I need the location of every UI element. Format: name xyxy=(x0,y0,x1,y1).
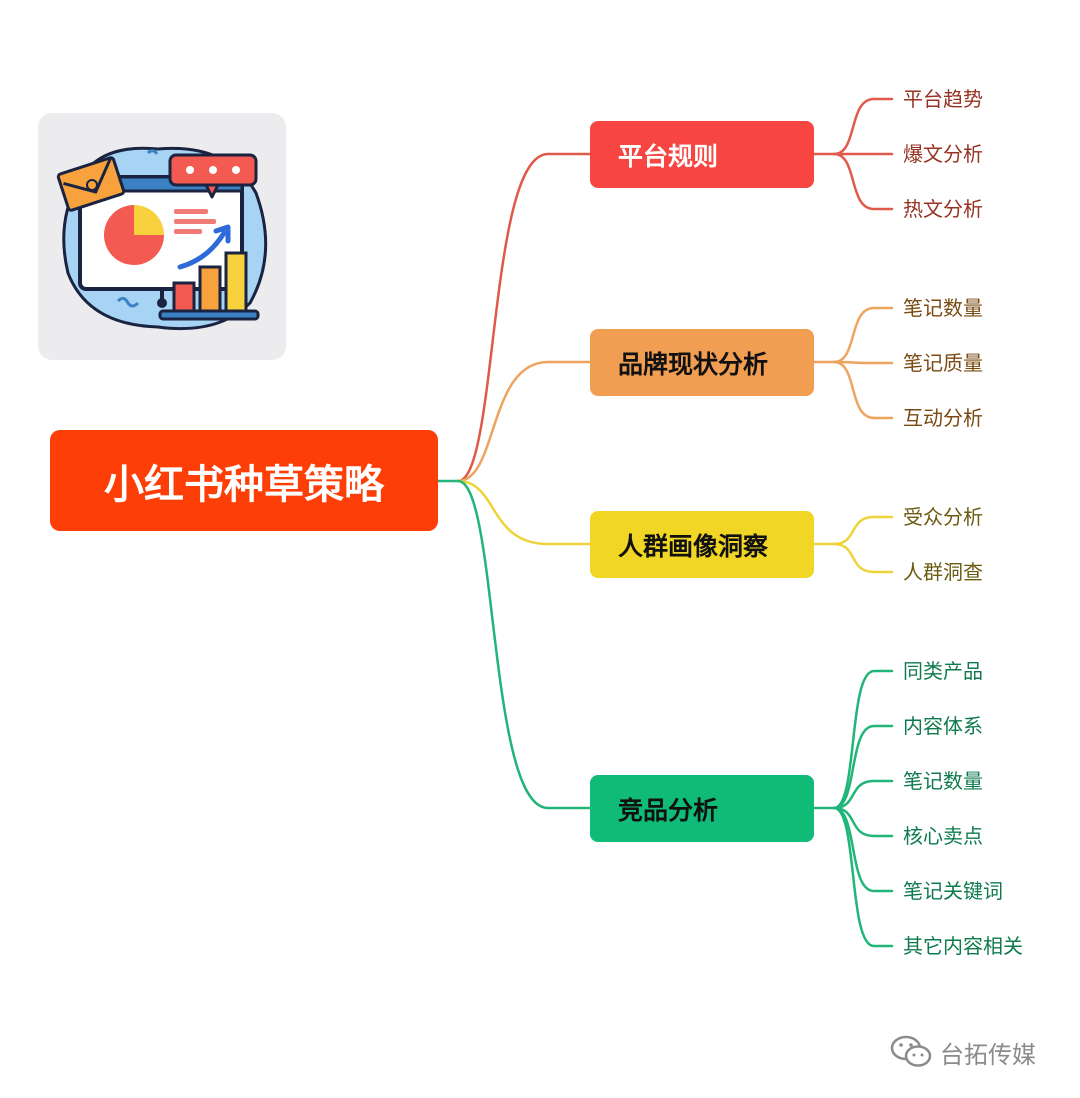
leaf-connector xyxy=(832,542,894,574)
bar-orange xyxy=(198,265,222,315)
presentation-chart-icon xyxy=(56,146,268,331)
at-sign xyxy=(86,179,98,191)
branch-connector xyxy=(456,360,592,483)
chat-dot xyxy=(232,166,240,174)
branch-node-competitor-analysis: 竞品分析 xyxy=(590,775,814,842)
chart-base xyxy=(158,309,260,321)
leaf-item: 热文分析 xyxy=(903,197,983,221)
text-line xyxy=(174,229,202,234)
root-label: 小红书种草策略 xyxy=(104,461,384,508)
chat-bubble-tail xyxy=(204,183,220,199)
leaf-connector xyxy=(832,97,894,156)
watermark: 台拓传媒 xyxy=(890,1034,1036,1070)
leaf-connector xyxy=(832,306,894,364)
presentation-illustration xyxy=(38,113,286,360)
branch-connector xyxy=(456,152,592,483)
leaf-item: 内容体系 xyxy=(903,714,983,738)
leaf-item: 互动分析 xyxy=(903,406,983,430)
leaf-connector xyxy=(832,669,894,810)
root-node: 小红书种草策略 xyxy=(50,430,438,531)
pie-slice-yellow xyxy=(134,205,164,235)
leaf-connector xyxy=(832,515,894,546)
leaf-item: 笔记数量 xyxy=(903,769,983,793)
branch-node-platform-rules: 平台规则 xyxy=(590,121,814,188)
leaf-item: 笔记质量 xyxy=(903,351,983,375)
leaf-item: 爆文分析 xyxy=(903,142,983,166)
leaf-connector xyxy=(832,806,894,838)
chat-dot xyxy=(186,166,194,174)
leaf-connector xyxy=(832,360,894,365)
text-line xyxy=(174,209,208,214)
trend-arrowhead xyxy=(213,224,231,244)
chat-dot xyxy=(209,166,217,174)
branch-connector xyxy=(456,479,592,810)
leaf-item: 受众分析 xyxy=(903,505,983,529)
watermark-text: 台拓传媒 xyxy=(940,1040,1036,1069)
wechat-icon xyxy=(890,1035,932,1067)
leaf-connector xyxy=(832,360,894,420)
leaf-item: 人群洞查 xyxy=(903,560,983,584)
bar-red xyxy=(172,281,196,315)
leaf-item: 同类产品 xyxy=(903,659,983,683)
leaf-item: 平台趋势 xyxy=(903,87,983,111)
confetti xyxy=(146,149,159,155)
leaf-item: 核心卖点 xyxy=(903,824,983,848)
branch-label: 竞品分析 xyxy=(618,795,719,825)
leaf-connector xyxy=(832,806,894,893)
branch-node-brand-status: 品牌现状分析 xyxy=(590,329,814,396)
leaf-item: 笔记关键词 xyxy=(903,879,1003,903)
text-line xyxy=(174,219,216,224)
bar-yellow xyxy=(224,251,248,315)
envelope-flap xyxy=(63,156,113,194)
leaf-connector xyxy=(832,724,894,810)
leaf-item: 笔记数量 xyxy=(903,296,983,320)
leaf-connector xyxy=(832,152,894,211)
leaf-connector xyxy=(832,779,894,810)
stand-dot xyxy=(157,298,167,308)
envelope xyxy=(56,156,126,212)
branch-connector xyxy=(456,479,592,546)
branch-label: 品牌现状分析 xyxy=(618,349,769,379)
branch-label: 平台规则 xyxy=(618,141,719,171)
branch-node-audience-insight: 人群画像洞察 xyxy=(590,511,814,578)
leaf-connector xyxy=(832,806,894,948)
branch-label: 人群画像洞察 xyxy=(618,531,769,561)
leaf-item: 其它内容相关 xyxy=(903,934,1023,958)
confetti xyxy=(116,296,140,308)
trend-arrow xyxy=(177,230,227,270)
